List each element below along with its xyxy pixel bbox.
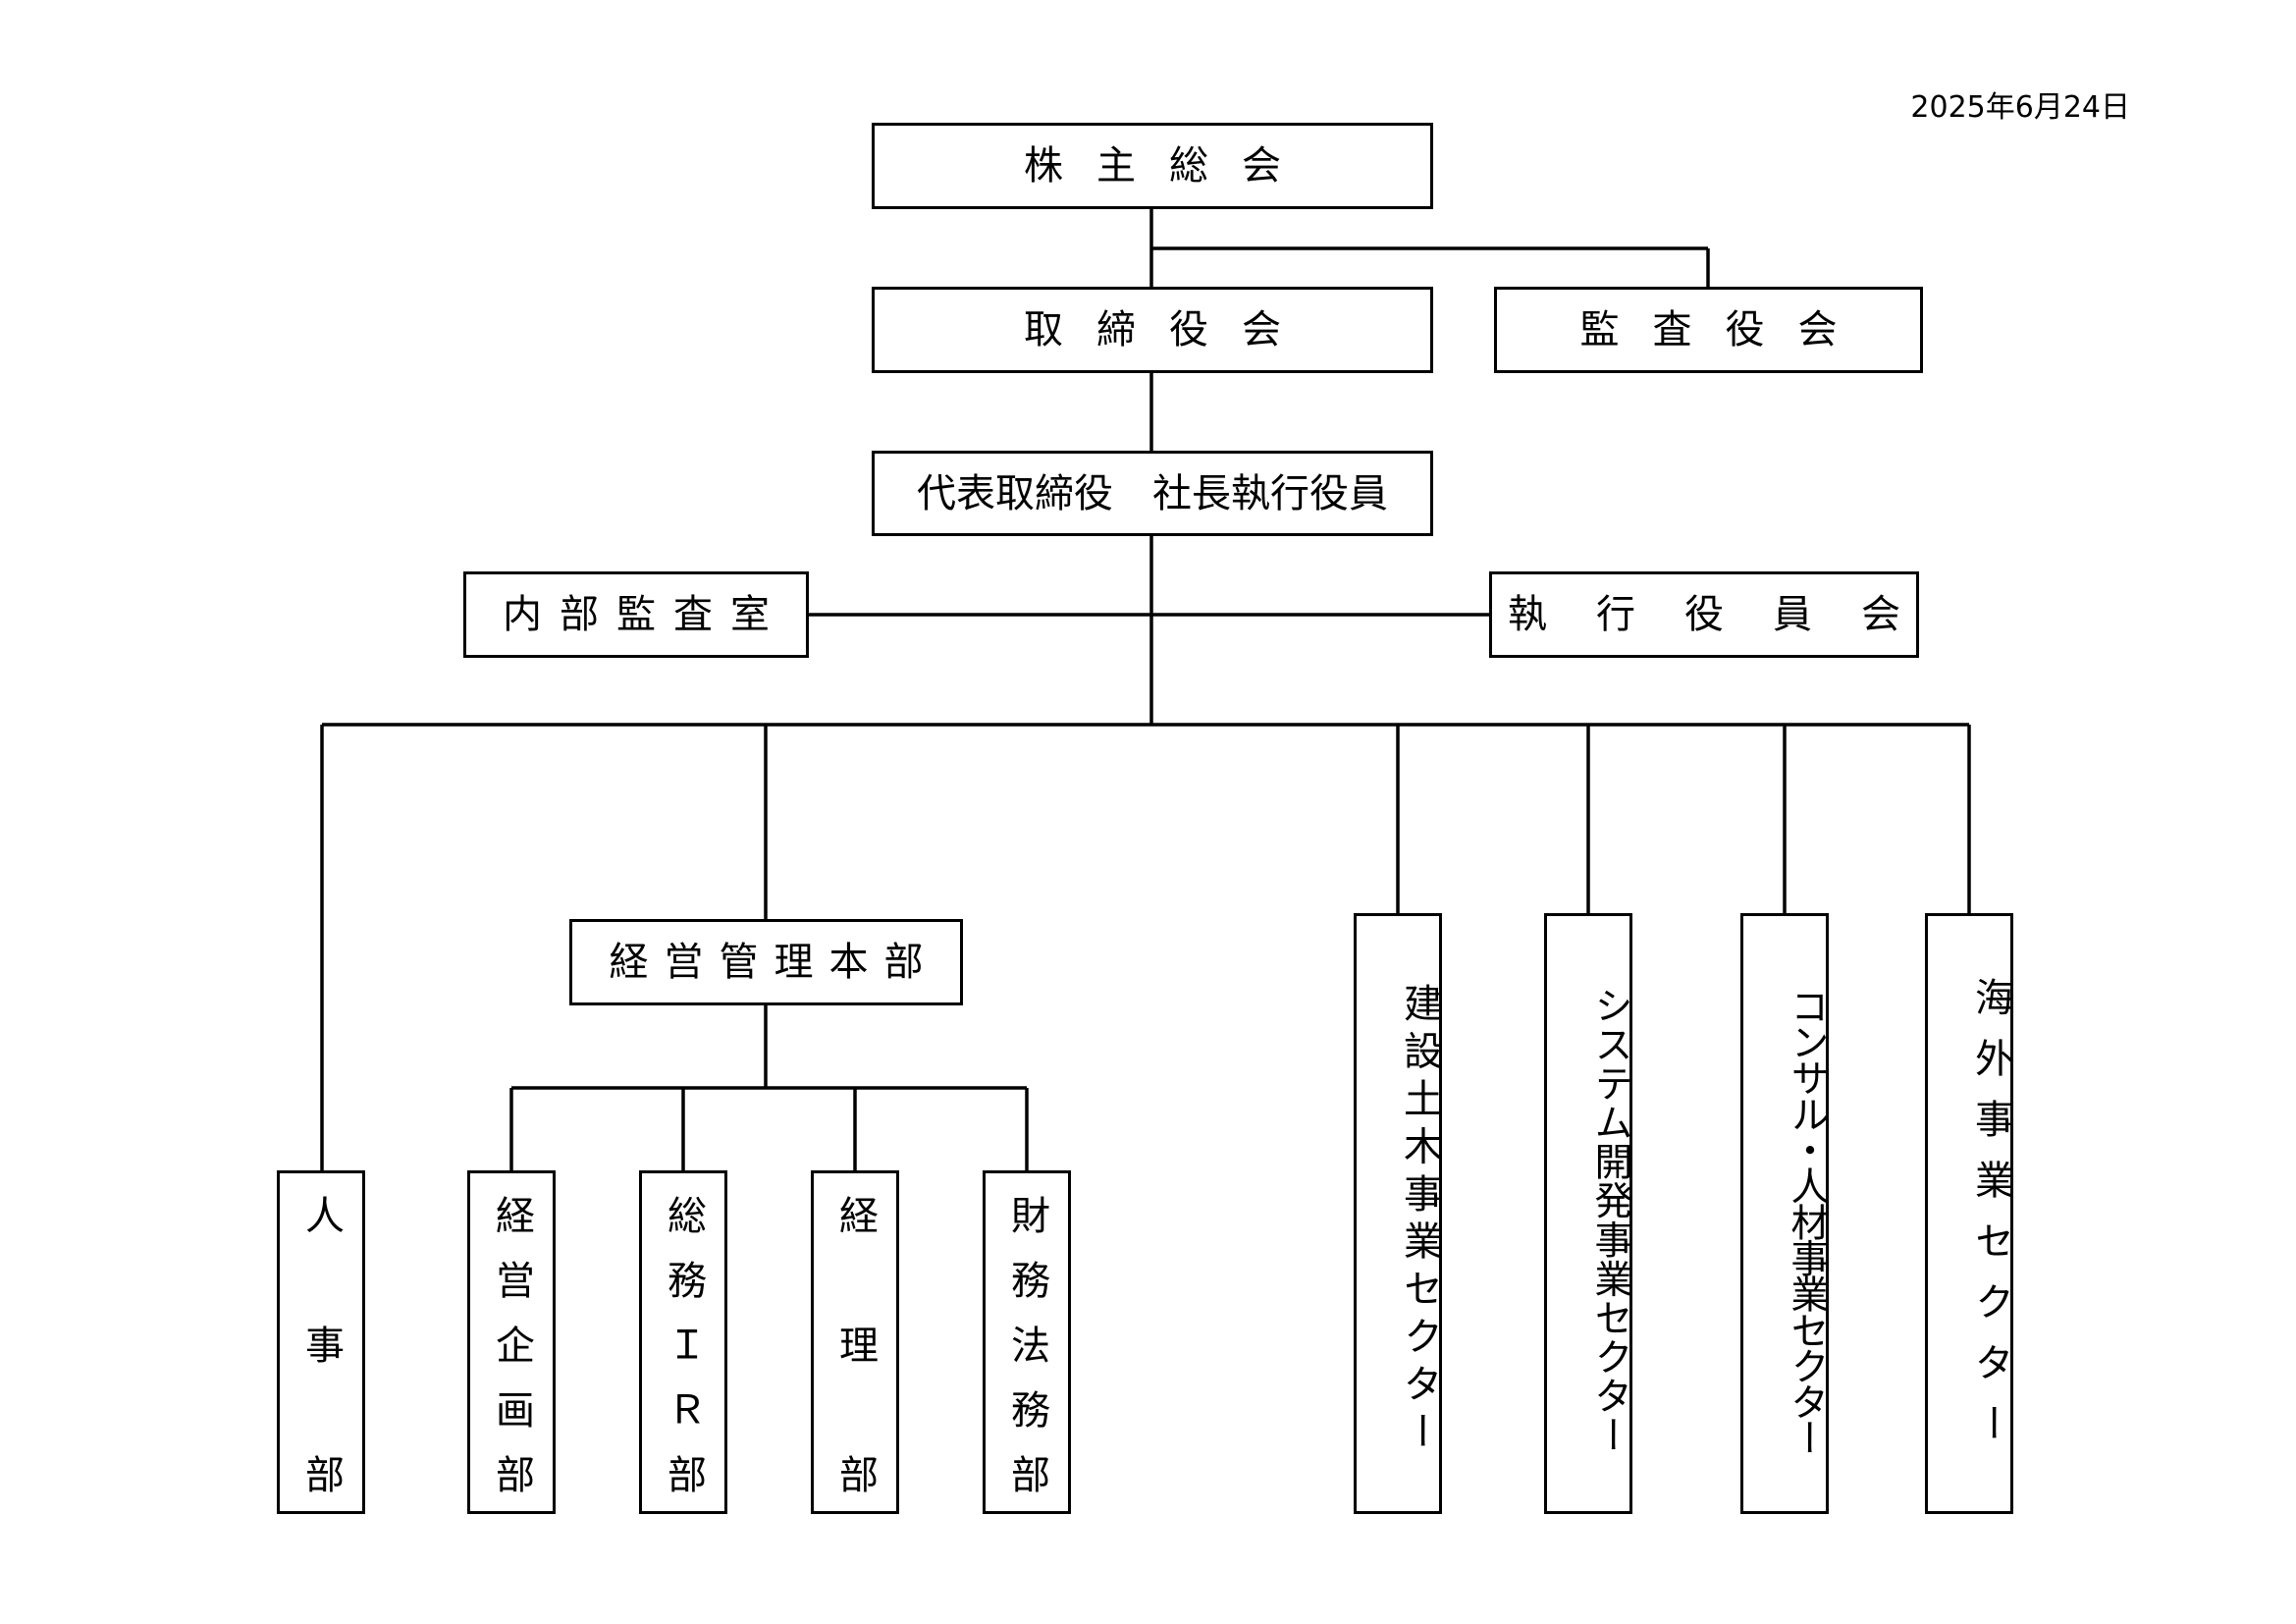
node-general-affairs-ir: 総 務 Ｉ Ｒ 部: [639, 1170, 727, 1514]
node-finance-legal-label: 財 務 法 務 部: [1004, 1173, 1049, 1511]
node-general-affairs-ir-char-1: 総: [661, 1195, 706, 1234]
node-shareholders-label: 株主総会: [1024, 143, 1314, 189]
node-corporate-planning-char-2: 営: [489, 1260, 534, 1299]
node-management-hq-label: 経営管理本部: [609, 940, 939, 985]
node-finance-legal-char-4: 務: [1004, 1389, 1049, 1429]
node-board-label: 取締役会: [1024, 307, 1314, 352]
date-label: 2025年6月24日: [1910, 90, 2130, 125]
node-hr: 人 事 部: [277, 1170, 365, 1514]
node-corporate-planning-char-5: 部: [489, 1454, 534, 1493]
node-finance-legal-char-1: 財: [1004, 1195, 1049, 1234]
node-hr-char-1: 人: [298, 1195, 344, 1234]
node-accounting-char-1: 経: [832, 1195, 878, 1234]
node-general-affairs-ir-char-4: Ｒ: [661, 1389, 706, 1429]
node-finance-legal-char-5: 部: [1004, 1454, 1049, 1493]
node-corporate-planning-char-3: 企: [489, 1325, 534, 1364]
node-internal-audit: 内部監査室: [463, 571, 809, 658]
node-auditors-label: 監査役会: [1579, 307, 1871, 352]
node-general-affairs-ir-label: 総 務 Ｉ Ｒ 部: [661, 1173, 706, 1511]
node-general-affairs-ir-char-5: 部: [661, 1454, 706, 1493]
node-general-affairs-ir-char-2: 務: [661, 1260, 706, 1299]
node-overseas-sector: 海外事業セクター: [1925, 913, 2013, 1514]
node-construction-sector-label: 建設土木事業セクター: [1397, 983, 1442, 1458]
node-accounting: 経 理 部: [811, 1170, 899, 1514]
node-executive-committee-label: 執行役員会: [1508, 592, 1949, 637]
node-accounting-char-3: 部: [832, 1454, 878, 1493]
node-hr-label: 人 事 部: [298, 1173, 344, 1511]
node-finance-legal-char-2: 務: [1004, 1260, 1049, 1299]
node-accounting-label: 経 理 部: [832, 1173, 878, 1511]
node-shareholders: 株主総会: [872, 123, 1433, 209]
node-accounting-char-2: 理: [832, 1325, 878, 1364]
node-board: 取締役会: [872, 287, 1433, 373]
node-finance-legal-char-3: 法: [1004, 1325, 1049, 1364]
node-overseas-sector-label: 海外事業セクター: [1968, 977, 2013, 1464]
node-consulting-sector: コンサル・人材事業セクター: [1740, 913, 1829, 1514]
node-corporate-planning-label: 経 営 企 画 部: [489, 1173, 534, 1511]
node-consulting-sector-label: コンサル・人材事業セクター: [1785, 986, 1829, 1455]
node-president: 代表取締役 社長執行役員: [872, 451, 1433, 536]
node-corporate-planning-char-4: 画: [489, 1389, 534, 1429]
node-auditors: 監査役会: [1494, 287, 1923, 373]
node-corporate-planning: 経 営 企 画 部: [467, 1170, 556, 1514]
node-systems-sector: システム開発事業セクター: [1544, 913, 1632, 1514]
node-internal-audit-label: 内部監査室: [503, 592, 787, 637]
node-systems-sector-label: システム開発事業セクター: [1588, 986, 1632, 1455]
node-corporate-planning-char-1: 経: [489, 1195, 534, 1234]
node-executive-committee: 執行役員会: [1489, 571, 1919, 658]
node-hr-char-2: 事: [298, 1325, 344, 1364]
node-construction-sector: 建設土木事業セクター: [1354, 913, 1442, 1514]
node-president-label: 代表取締役 社長執行役員: [917, 470, 1388, 516]
node-general-affairs-ir-char-3: Ｉ: [661, 1325, 706, 1364]
node-hr-char-3: 部: [298, 1454, 344, 1493]
node-finance-legal: 財 務 法 務 部: [983, 1170, 1071, 1514]
node-management-hq: 経営管理本部: [569, 919, 963, 1005]
